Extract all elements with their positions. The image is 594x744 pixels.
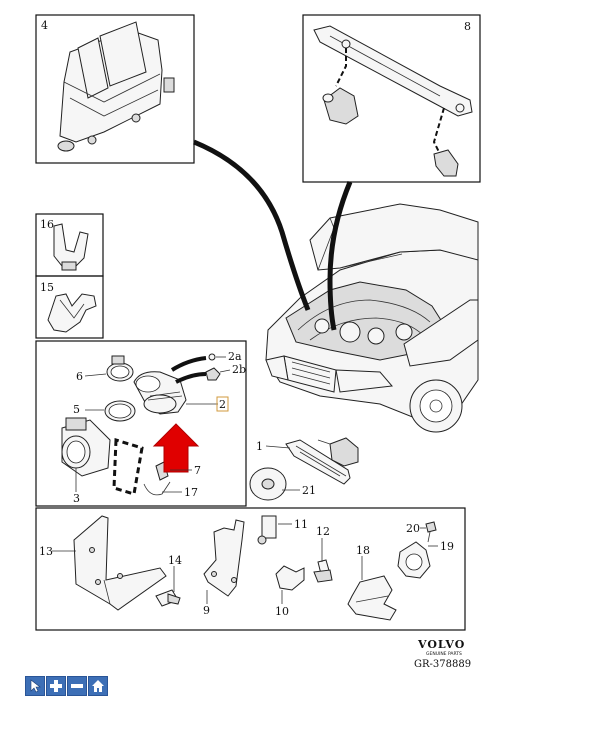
callout-16: 16 — [40, 218, 54, 231]
part-box-15 — [35, 275, 104, 339]
callout-2a: 2a — [228, 350, 242, 363]
brand-subtitle: GENUINE PARTS — [426, 651, 462, 657]
clamp-19-illustration — [397, 541, 431, 579]
callout-5: 5 — [73, 403, 80, 416]
viewer-toolbar — [25, 676, 108, 696]
callout-20: 20 — [406, 522, 420, 535]
bracket-9-illustration — [203, 519, 245, 597]
sensor-11-illustration — [257, 515, 277, 545]
bracket-13-illustration — [73, 515, 167, 611]
part-box-brackets — [35, 507, 466, 631]
clip-12-illustration — [313, 559, 333, 583]
callout-2: 2 — [219, 398, 226, 411]
callout-12: 12 — [316, 525, 330, 538]
clip-15-illustration — [47, 293, 97, 333]
callout-3: 3 — [73, 492, 80, 505]
callout-6: 6 — [76, 370, 83, 383]
brand-logo-text: VOLVO — [417, 638, 465, 651]
diagram-reference: GR-378889 — [414, 659, 471, 670]
car-front-illustration — [265, 203, 479, 433]
callout-2-box — [216, 396, 229, 412]
red-indicator-arrow — [152, 423, 200, 473]
clip-16-illustration — [53, 223, 89, 271]
callout-8: 8 — [464, 20, 471, 33]
home-button[interactable] — [88, 676, 108, 696]
leader-line-4 — [193, 139, 311, 311]
air-filter-housing-illustration — [57, 21, 175, 152]
home-icon — [92, 680, 104, 692]
callout-15: 15 — [40, 281, 54, 294]
zoom-in-icon — [50, 680, 62, 692]
callout-10: 10 — [275, 605, 289, 618]
bolt-14-illustration — [155, 589, 181, 607]
callout-4: 4 — [41, 19, 48, 32]
part-box-4 — [35, 14, 195, 164]
clip-10-illustration — [275, 565, 305, 591]
callout-9: 9 — [203, 604, 210, 617]
zoom-out-button[interactable] — [67, 676, 87, 696]
part-box-8 — [302, 14, 481, 183]
callout-13: 13 — [39, 545, 53, 558]
callout-21: 21 — [302, 484, 316, 497]
callout-7: 7 — [194, 464, 201, 477]
callout-14: 14 — [168, 554, 182, 567]
intake-hose-illustration — [61, 353, 221, 496]
sensor-1-illustration — [285, 437, 359, 485]
fuel-rail-illustration — [313, 25, 473, 177]
cursor-icon — [30, 679, 41, 693]
callout-17: 17 — [184, 486, 198, 499]
zoom-in-button[interactable] — [46, 676, 66, 696]
cover-18-illustration — [347, 575, 397, 621]
select-tool-button[interactable] — [25, 676, 45, 696]
zoom-out-icon — [71, 684, 83, 688]
callout-11: 11 — [294, 518, 308, 531]
callout-2b: 2b — [232, 363, 246, 376]
callout-19: 19 — [440, 540, 454, 553]
shim-21-illustration — [249, 467, 287, 501]
bolt-20-illustration — [425, 521, 437, 543]
leader-line-8 — [327, 181, 353, 331]
part-box-intake — [35, 340, 247, 507]
callout-1: 1 — [256, 440, 263, 453]
callout-18: 18 — [356, 544, 370, 557]
